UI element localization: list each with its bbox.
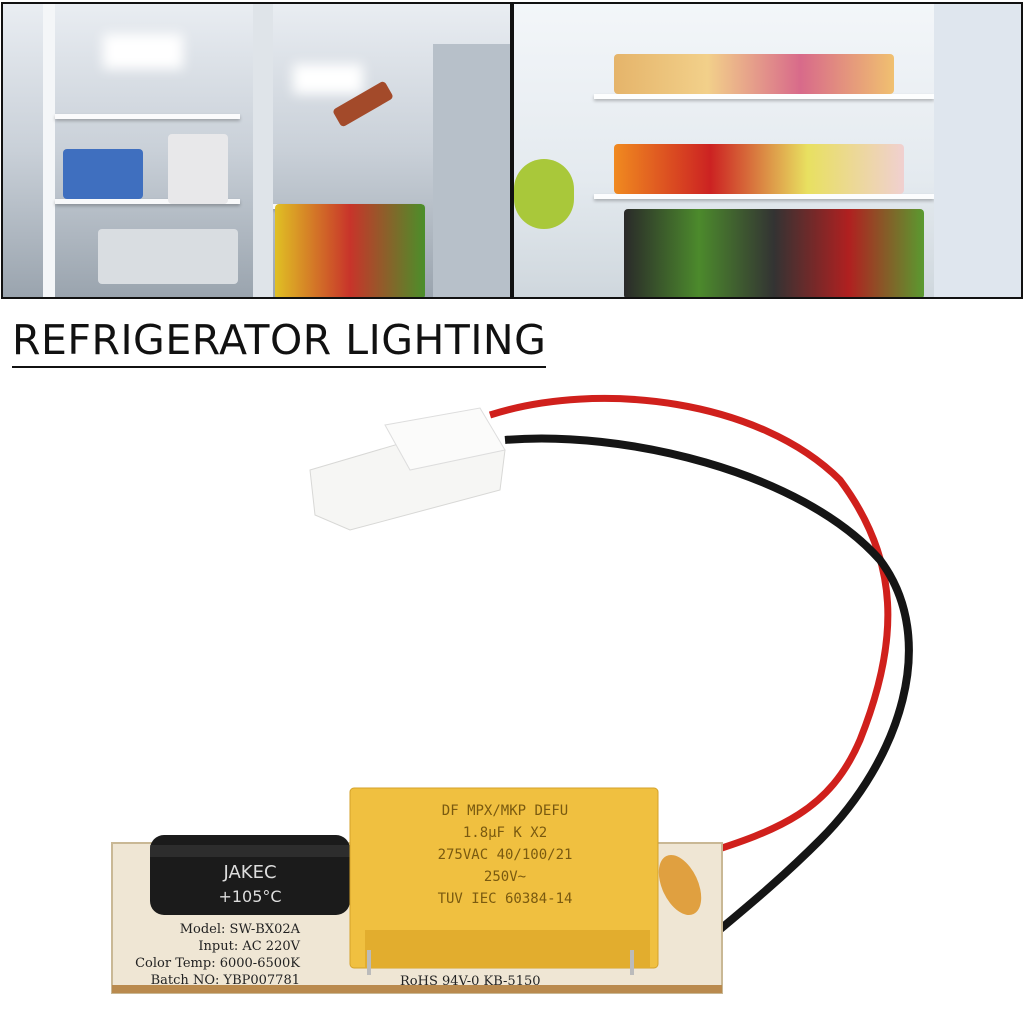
shelf	[594, 194, 934, 199]
fridge-door	[934, 4, 1021, 297]
pcb-label-line: Color Temp: 6000-6500K	[135, 956, 300, 971]
capacitor-text: 275VAC 40/100/21	[438, 847, 573, 863]
film-capacitor: DF MPX/MKP DEFU 1.8μF K X2 275VAC 40/100…	[349, 787, 659, 975]
bottles	[168, 134, 228, 204]
pcb-label-line: Batch NO: YBP007781	[151, 973, 300, 988]
fridge-photo-right	[512, 2, 1023, 299]
page-title: REFRIGERATOR LIGHTING	[12, 316, 547, 368]
connector	[309, 407, 506, 531]
shelf	[55, 114, 240, 119]
red-wire	[488, 394, 892, 859]
pcb-label-line: Model: SW-BX02A	[180, 922, 301, 937]
fridge-wall	[43, 4, 55, 297]
jars	[98, 229, 238, 284]
fridge-light	[293, 64, 363, 94]
fridge-door	[433, 44, 510, 297]
capacitor-text: DF MPX/MKP DEFU	[442, 803, 568, 819]
food-items	[614, 144, 904, 194]
shelf	[55, 199, 240, 204]
capacitor-text: 250V~	[484, 869, 526, 885]
fridge-light	[103, 34, 183, 69]
apples	[514, 159, 574, 229]
led-driver-product: Model: SW-BX02A Input: AC 220V Color Tem…	[111, 394, 913, 994]
vegetables	[624, 209, 924, 297]
capacitor-text: 1.8μF K X2	[463, 825, 547, 841]
cans	[63, 149, 143, 199]
pcb-footer: RoHS 94V-0 KB-5150	[400, 974, 541, 989]
capacitor-text: TUV IEC 60384-14	[438, 891, 573, 907]
fridge-divider	[253, 4, 273, 297]
pcb-label-line: Input: AC 220V	[198, 939, 300, 954]
fruits	[275, 204, 425, 297]
fridge-photo-left	[1, 2, 512, 299]
capacitor-brand: JAKEC	[222, 862, 276, 883]
ceramic-capacitor	[658, 855, 702, 915]
capacitor-rating: +105°C	[218, 887, 281, 906]
food-items	[614, 54, 894, 94]
black-wire	[504, 434, 913, 959]
electrolytic-capacitor: JAKEC +105°C	[150, 835, 350, 915]
shelf	[594, 94, 934, 99]
